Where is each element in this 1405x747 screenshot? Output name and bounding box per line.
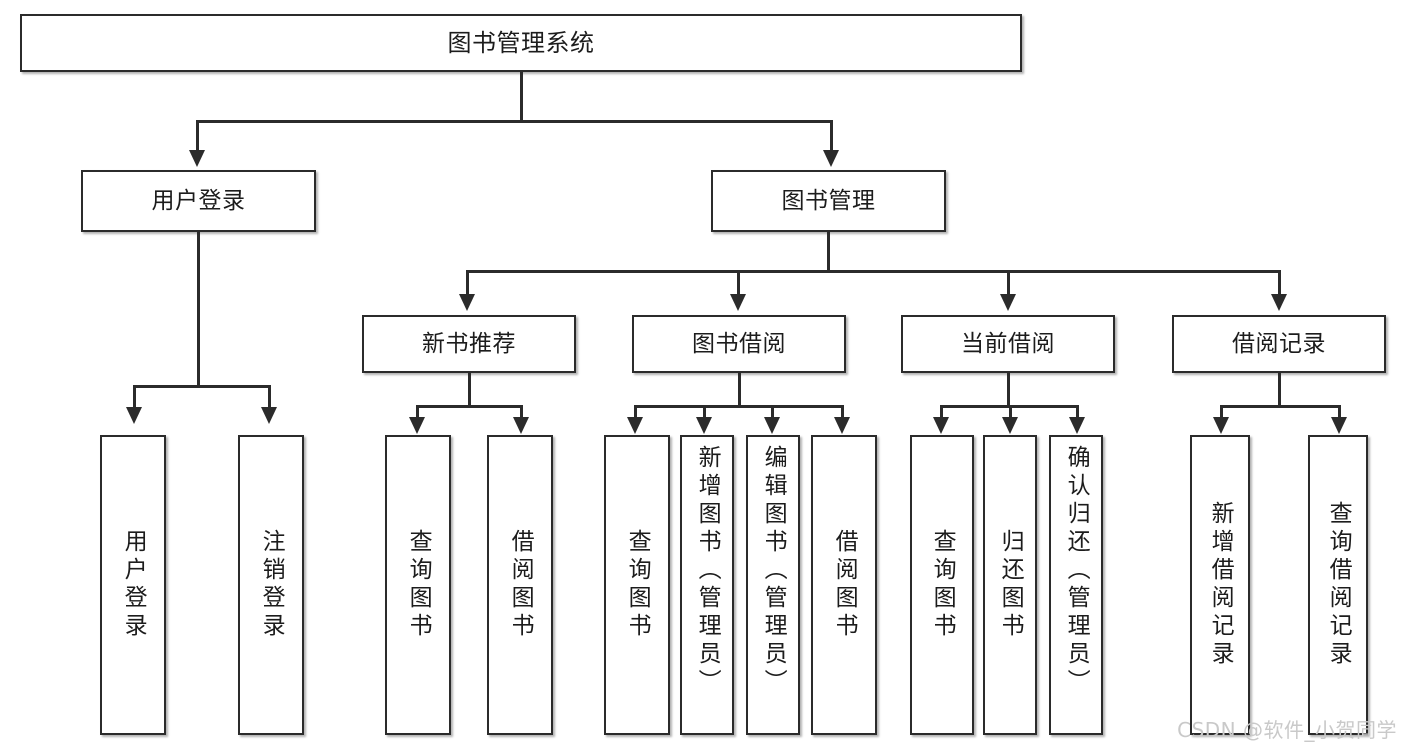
connector-to-current-borrow bbox=[1007, 270, 1010, 296]
node-label: 当前借阅 bbox=[961, 330, 1055, 357]
connector-book-borrow-stem bbox=[738, 373, 741, 407]
node-label: 确认归还（管理员） bbox=[1063, 445, 1090, 697]
watermark-text: CSDN @软件_小贺同学 bbox=[1177, 718, 1397, 742]
leaf-borrow-book-a[interactable]: 借阅图书 bbox=[487, 435, 553, 735]
arrowhead-borrow-record bbox=[1271, 294, 1287, 311]
node-label: 借阅图书 bbox=[507, 529, 534, 641]
connector-to-leaf-add-book bbox=[703, 405, 706, 419]
connector-to-book-borrow bbox=[737, 270, 740, 296]
connector-root-bus bbox=[196, 120, 832, 123]
connector-book-manage-bus bbox=[466, 270, 1280, 273]
arrowhead-leaf-borrow-book-a bbox=[513, 417, 529, 434]
node-current-borrow[interactable]: 当前借阅 bbox=[901, 315, 1115, 373]
connector-to-leaf-query-book-a bbox=[416, 405, 419, 419]
node-book-borrow[interactable]: 图书借阅 bbox=[632, 315, 846, 373]
node-label: 编辑图书（管理员） bbox=[760, 445, 787, 697]
leaf-add-borrow-record[interactable]: 新增借阅记录 bbox=[1190, 435, 1250, 735]
node-label: 用户登录 bbox=[120, 529, 147, 641]
connector-to-leaf-logout bbox=[268, 385, 271, 409]
leaf-logout[interactable]: 注销登录 bbox=[238, 435, 304, 735]
connector-to-leaf-return-book bbox=[1009, 405, 1012, 419]
connector-to-leaf-add-record bbox=[1220, 405, 1223, 419]
connector-user-login-bus bbox=[133, 385, 270, 388]
node-label: 借阅记录 bbox=[1232, 330, 1326, 357]
node-label: 查询图书 bbox=[929, 529, 956, 641]
leaf-query-book-c[interactable]: 查询图书 bbox=[910, 435, 974, 735]
arrowhead-leaf-add-record bbox=[1213, 417, 1229, 434]
node-label: 新增图书（管理员） bbox=[694, 445, 721, 697]
connector-new-book-rec-stem bbox=[468, 373, 471, 407]
leaf-edit-book-admin[interactable]: 编辑图书（管理员） bbox=[746, 435, 800, 735]
connector-book-borrow-bus bbox=[634, 405, 843, 408]
connector-user-login-stem bbox=[197, 232, 200, 387]
connector-new-book-rec-bus bbox=[416, 405, 522, 408]
connector-to-leaf-query-record bbox=[1338, 405, 1341, 419]
connector-to-leaf-borrow-book-b bbox=[841, 405, 844, 419]
node-book-management-system[interactable]: 图书管理系统 bbox=[20, 14, 1022, 72]
node-label: 归还图书 bbox=[997, 529, 1024, 641]
leaf-confirm-return-admin[interactable]: 确认归还（管理员） bbox=[1049, 435, 1103, 735]
node-borrow-record[interactable]: 借阅记录 bbox=[1172, 315, 1386, 373]
node-user-login[interactable]: 用户登录 bbox=[81, 170, 316, 232]
leaf-add-book-admin[interactable]: 新增图书（管理员） bbox=[680, 435, 734, 735]
arrowhead-current-borrow bbox=[1000, 294, 1016, 311]
leaf-return-book[interactable]: 归还图书 bbox=[983, 435, 1037, 735]
leaf-query-book-a[interactable]: 查询图书 bbox=[385, 435, 451, 735]
node-label: 用户登录 bbox=[151, 187, 246, 214]
connector-borrow-record-stem bbox=[1278, 373, 1281, 407]
arrowhead-leaf-return-book bbox=[1002, 417, 1018, 434]
arrowhead-leaf-add-book bbox=[696, 417, 712, 434]
connector-to-leaf-edit-book bbox=[771, 405, 774, 419]
connector-current-borrow-stem bbox=[1007, 373, 1010, 407]
arrowhead-leaf-query-book-c bbox=[933, 417, 949, 434]
node-new-book-recommendation[interactable]: 新书推荐 bbox=[362, 315, 576, 373]
node-label: 新书推荐 bbox=[422, 330, 516, 357]
arrowhead-leaf-query-book-a bbox=[409, 417, 425, 434]
connector-to-new-book-rec bbox=[466, 270, 469, 296]
arrowhead-leaf-borrow-book-b bbox=[834, 417, 850, 434]
arrowhead-book-manage bbox=[823, 150, 839, 167]
connector-root-stem bbox=[520, 72, 523, 122]
arrowhead-leaf-edit-book bbox=[764, 417, 780, 434]
connector-root-to-book-manage bbox=[830, 120, 833, 152]
arrowhead-leaf-query-record bbox=[1331, 417, 1347, 434]
node-book-management[interactable]: 图书管理 bbox=[711, 170, 946, 232]
connector-borrow-record-bus bbox=[1220, 405, 1340, 408]
arrowhead-leaf-user-login bbox=[126, 407, 142, 424]
connector-to-leaf-user-login bbox=[133, 385, 136, 409]
connector-book-manage-stem bbox=[827, 232, 830, 272]
arrowhead-user-login bbox=[189, 150, 205, 167]
node-label: 新增借阅记录 bbox=[1207, 501, 1234, 669]
node-label: 查询图书 bbox=[624, 529, 651, 641]
connector-to-leaf-confirm-return bbox=[1076, 405, 1079, 419]
node-label: 查询图书 bbox=[405, 529, 432, 641]
connector-to-borrow-record bbox=[1278, 270, 1281, 296]
arrowhead-leaf-logout bbox=[261, 407, 277, 424]
node-label: 图书借阅 bbox=[692, 330, 786, 357]
node-label: 查询借阅记录 bbox=[1325, 501, 1352, 669]
leaf-borrow-book-b[interactable]: 借阅图书 bbox=[811, 435, 877, 735]
node-label: 借阅图书 bbox=[831, 529, 858, 641]
connector-to-leaf-query-book-b bbox=[634, 405, 637, 419]
leaf-user-login[interactable]: 用户登录 bbox=[100, 435, 166, 735]
node-label: 图书管理 bbox=[781, 187, 876, 214]
arrowhead-leaf-query-book-b bbox=[627, 417, 643, 434]
arrowhead-new-book-rec bbox=[459, 294, 475, 311]
arrowhead-book-borrow bbox=[730, 294, 746, 311]
leaf-query-borrow-record[interactable]: 查询借阅记录 bbox=[1308, 435, 1368, 735]
connector-to-leaf-borrow-book-a bbox=[520, 405, 523, 419]
node-label: 注销登录 bbox=[258, 529, 285, 641]
node-label: 图书管理系统 bbox=[447, 29, 595, 57]
connector-root-to-user-login bbox=[196, 120, 199, 152]
arrowhead-leaf-confirm-return bbox=[1069, 417, 1085, 434]
leaf-query-book-b[interactable]: 查询图书 bbox=[604, 435, 670, 735]
connector-to-leaf-query-book-c bbox=[940, 405, 943, 419]
